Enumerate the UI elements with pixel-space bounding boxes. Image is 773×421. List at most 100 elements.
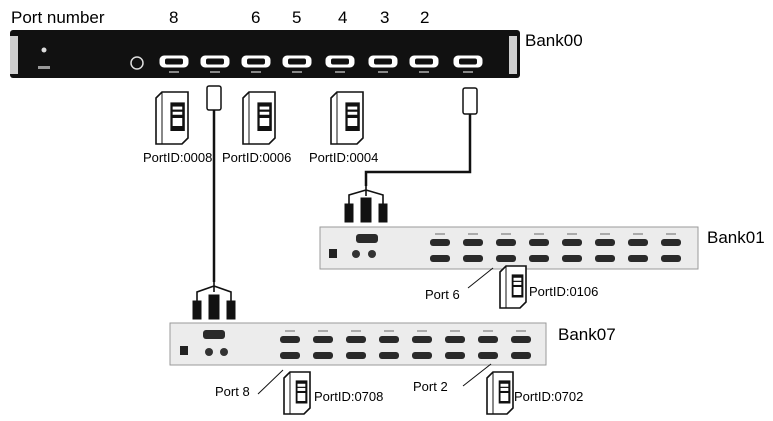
bank01-switch — [319, 226, 699, 270]
bank07-port-4-a — [379, 336, 399, 343]
bank07-port-5-a — [412, 336, 432, 343]
computer-0702-drive-c — [500, 393, 509, 401]
bank07-ps2-a — [205, 348, 213, 356]
bank01-port-6-b — [595, 255, 615, 262]
bank01-port-grid — [430, 233, 681, 262]
bank07-port-2-label — [318, 330, 328, 332]
bank00-port-6-pins — [247, 58, 265, 65]
bank00-port-2-label — [419, 71, 429, 73]
cable-bank00-to-bank01 — [364, 114, 472, 186]
bank01-port-3-b — [496, 255, 516, 262]
computer-0702 — [486, 371, 514, 415]
port-number-5: 5 — [292, 8, 302, 27]
bank01-port-1-b — [430, 255, 450, 262]
bank07-console-port — [203, 330, 225, 339]
bank01-port-6-label — [600, 233, 610, 235]
bank07-port-b-label: Port 2 — [413, 379, 448, 394]
cable-fanout-bank01 — [348, 186, 384, 205]
bank00-left-ear — [10, 36, 18, 74]
bank07-port-3-a — [346, 336, 366, 343]
bank01-port-2-b — [463, 255, 483, 262]
bank07-port-4-b — [379, 352, 399, 359]
bank00-right-ear — [509, 36, 517, 74]
bank07-port-3-label — [351, 330, 361, 332]
computer-0006-drive-a — [259, 106, 270, 110]
bank01-port-3-label — [501, 233, 511, 235]
bank07-port-4-label — [384, 330, 394, 332]
bank00-port-8-pins — [165, 58, 183, 65]
cables — [192, 85, 494, 395]
plug-bank01-c — [378, 203, 388, 223]
computer-0106 — [499, 265, 527, 309]
bank01-port-4-b — [529, 255, 549, 262]
port-number-title: Port number — [11, 8, 105, 27]
bank07-port-1-label — [285, 330, 295, 332]
bank01-console-port — [356, 234, 378, 243]
bank00-label: Bank00 — [525, 31, 583, 50]
port-id-0106: PortID:0106 — [529, 284, 599, 299]
port-number-6: 6 — [251, 8, 261, 27]
computer-0008-drive-a — [172, 106, 183, 110]
computer-0708-front — [295, 380, 308, 404]
computer-0004-drive-b — [347, 111, 358, 115]
bank07-port-grid — [280, 330, 531, 359]
computer-0008-drive-b — [172, 111, 183, 115]
connector-bank00-port1 — [462, 87, 478, 115]
plug-bank07-b — [208, 294, 220, 320]
computer-0702-drive-a — [500, 383, 509, 387]
bank00-port-8-label — [169, 71, 179, 73]
bank01-port-7-b — [628, 255, 648, 262]
bank07-port-6-b — [445, 352, 465, 359]
bank00-port-1-pins — [459, 58, 477, 65]
bank01-port-4-a — [529, 239, 549, 246]
computer-0004-drive-a — [347, 106, 358, 110]
port-number-8: 8 — [169, 8, 179, 27]
bank00-power-button — [130, 56, 144, 70]
bank00-port-4-label — [335, 71, 345, 73]
bank07-port-1-b — [280, 352, 300, 359]
leader-bank01-port6 — [467, 267, 494, 289]
bank01-port-4-label — [534, 233, 544, 235]
bank00-port-5-label — [292, 71, 302, 73]
bank07-port-3-b — [346, 352, 366, 359]
computer-0006 — [242, 91, 276, 145]
bank01-label: Bank01 — [707, 228, 765, 247]
computer-0708 — [283, 371, 311, 415]
bank00-led — [41, 47, 47, 53]
bank07-port-5-b — [412, 352, 432, 359]
bank07-port-8-b — [511, 352, 531, 359]
bank01-port-6-a — [595, 239, 615, 246]
bank01-port-5-b — [562, 255, 582, 262]
computer-0106-drive-c — [513, 287, 522, 295]
bank01-port-2-a — [463, 239, 483, 246]
computer-0004 — [330, 91, 364, 145]
bank07-port-a-label: Port 8 — [215, 384, 250, 399]
computer-0008-drive-c — [172, 118, 183, 126]
computer-0708-drive-c — [297, 393, 306, 401]
bank01-port-8-a — [661, 239, 681, 246]
bank01-port-2-label — [468, 233, 478, 235]
computer-0006-drive-c — [259, 118, 270, 126]
computer-0106-front — [511, 274, 524, 298]
bank01-port-5-label — [567, 233, 577, 235]
bank01-port-3-a — [496, 239, 516, 246]
computer-0702-front — [498, 380, 511, 404]
bank01-port-8-b — [661, 255, 681, 262]
computer-0004-drive-c — [347, 118, 358, 126]
bank00-port-7-pins — [206, 58, 224, 65]
port-number-4: 4 — [338, 8, 348, 27]
port-id-0708: PortID:0708 — [314, 389, 384, 404]
bank00-port-7-label — [210, 71, 220, 73]
bank00-port-6-label — [251, 71, 261, 73]
computer-0008 — [155, 91, 189, 145]
bank07-port-2-b — [313, 352, 333, 359]
port-id-0006: PortID:0006 — [222, 150, 292, 165]
connector-bank00-port8 — [206, 85, 222, 111]
bank01-port-1-label — [435, 233, 445, 235]
bank07-switch — [169, 322, 547, 366]
bank01-ps2-a — [352, 250, 360, 258]
bank07-port-5-label — [417, 330, 427, 332]
computer-0106-drive-b — [513, 281, 522, 285]
